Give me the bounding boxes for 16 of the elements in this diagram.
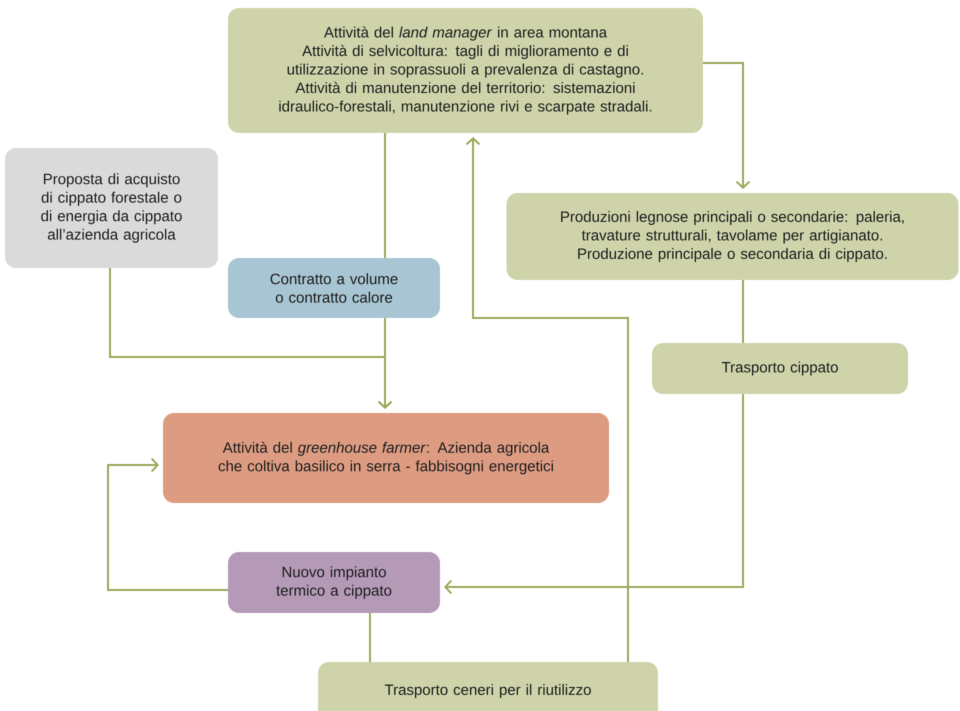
connector-line	[384, 133, 386, 258]
arrow	[107, 458, 228, 591]
connector-line	[742, 280, 744, 343]
process-box: Produzioni legnose principali o secondarie: paleria, travature strutturali, tavolame per artigianato. Produzione principale o secondaria di cippato.	[506, 193, 958, 280]
connector-line	[369, 613, 371, 662]
process-box: Nuovo impianto termico a cippato	[228, 552, 440, 613]
process-box: Attività del land manager in area montana Attività di selvicoltura: tagli di miglioramento e di utilizzazione in soprassuoli a prevalenza di castagno. Attività di manutenzione del territorio: sistemazioni idraulico-forestali, manutenzione rivi e scarpate stradali.	[228, 8, 703, 133]
process-box: Trasporto ceneri per il riutilizzo	[318, 662, 658, 711]
arrow	[703, 62, 750, 189]
process-box: Trasporto cippato	[652, 343, 908, 394]
process-box: Attività del greenhouse farmer: Azienda agricola che coltiva basilico in serra - fabbisogni energetici	[163, 413, 609, 503]
arrow	[444, 394, 744, 594]
note-box: Proposta di acquisto di cippato forestale o di energia da cippato all’azienda agricola	[5, 148, 218, 268]
arrow	[466, 137, 629, 662]
contract-box: Contratto a volume o contratto calore	[228, 258, 440, 318]
arrow	[109, 268, 392, 409]
